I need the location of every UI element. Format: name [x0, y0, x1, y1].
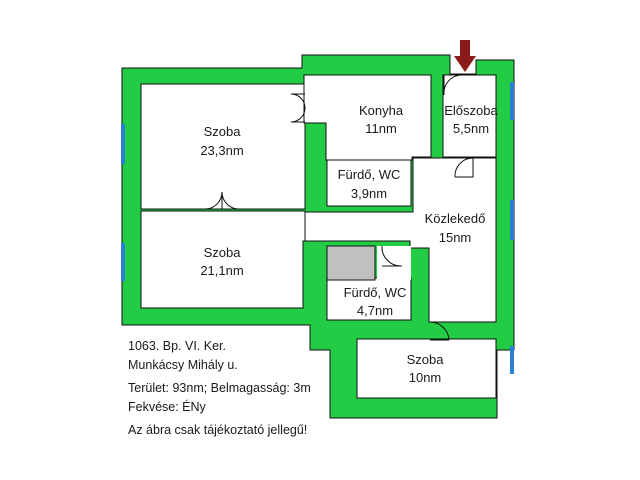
- room-area: 3,9nm: [351, 186, 387, 201]
- room-area: 5,5nm: [453, 121, 489, 136]
- room-area: 4,7nm: [357, 303, 393, 318]
- room-area: 23,3nm: [200, 143, 243, 158]
- room-szoba-1-floor: [140, 83, 306, 210]
- room-label: Szoba: [407, 352, 445, 367]
- room-label: Előszoba: [444, 103, 498, 118]
- room-szoba-2-floor: [140, 210, 306, 309]
- door-swing-icon: [205, 74, 474, 341]
- address-line-1: 1063. Bp. VI. Ker.: [128, 339, 226, 353]
- window-icon: [121, 82, 514, 374]
- room-label: Fürdő, WC: [344, 285, 407, 300]
- room-label: Konyha: [359, 103, 404, 118]
- room-label: Szoba: [204, 124, 242, 139]
- entry-arrow-icon: [454, 40, 476, 72]
- room-label: Szoba: [204, 245, 242, 260]
- size-line: Terület: 93nm; Belmagasság: 3m: [128, 381, 311, 395]
- room-label: Fürdő, WC: [338, 167, 401, 182]
- room-eloszoba-floor: [442, 74, 497, 158]
- room-furdo-2-floor: [326, 277, 412, 321]
- room-furdo-1-floor: [326, 159, 412, 207]
- room-label: Közlekedő: [425, 211, 486, 226]
- room-area: 21,1nm: [200, 263, 243, 278]
- room-area: 11nm: [365, 121, 397, 136]
- address-line-2: Munkácsy Mihály u.: [128, 358, 238, 372]
- room-szoba-3-floor: [356, 338, 497, 399]
- ventilation-shaft: [326, 245, 376, 281]
- room-area: 15nm: [439, 230, 472, 245]
- disclaimer: Az ábra csak tájékoztató jellegű!: [128, 423, 308, 437]
- room-area: 10nm: [409, 370, 442, 385]
- room-konyha-floor: [303, 74, 432, 161]
- orientation-line: Fekvése: ÉNy: [128, 400, 206, 414]
